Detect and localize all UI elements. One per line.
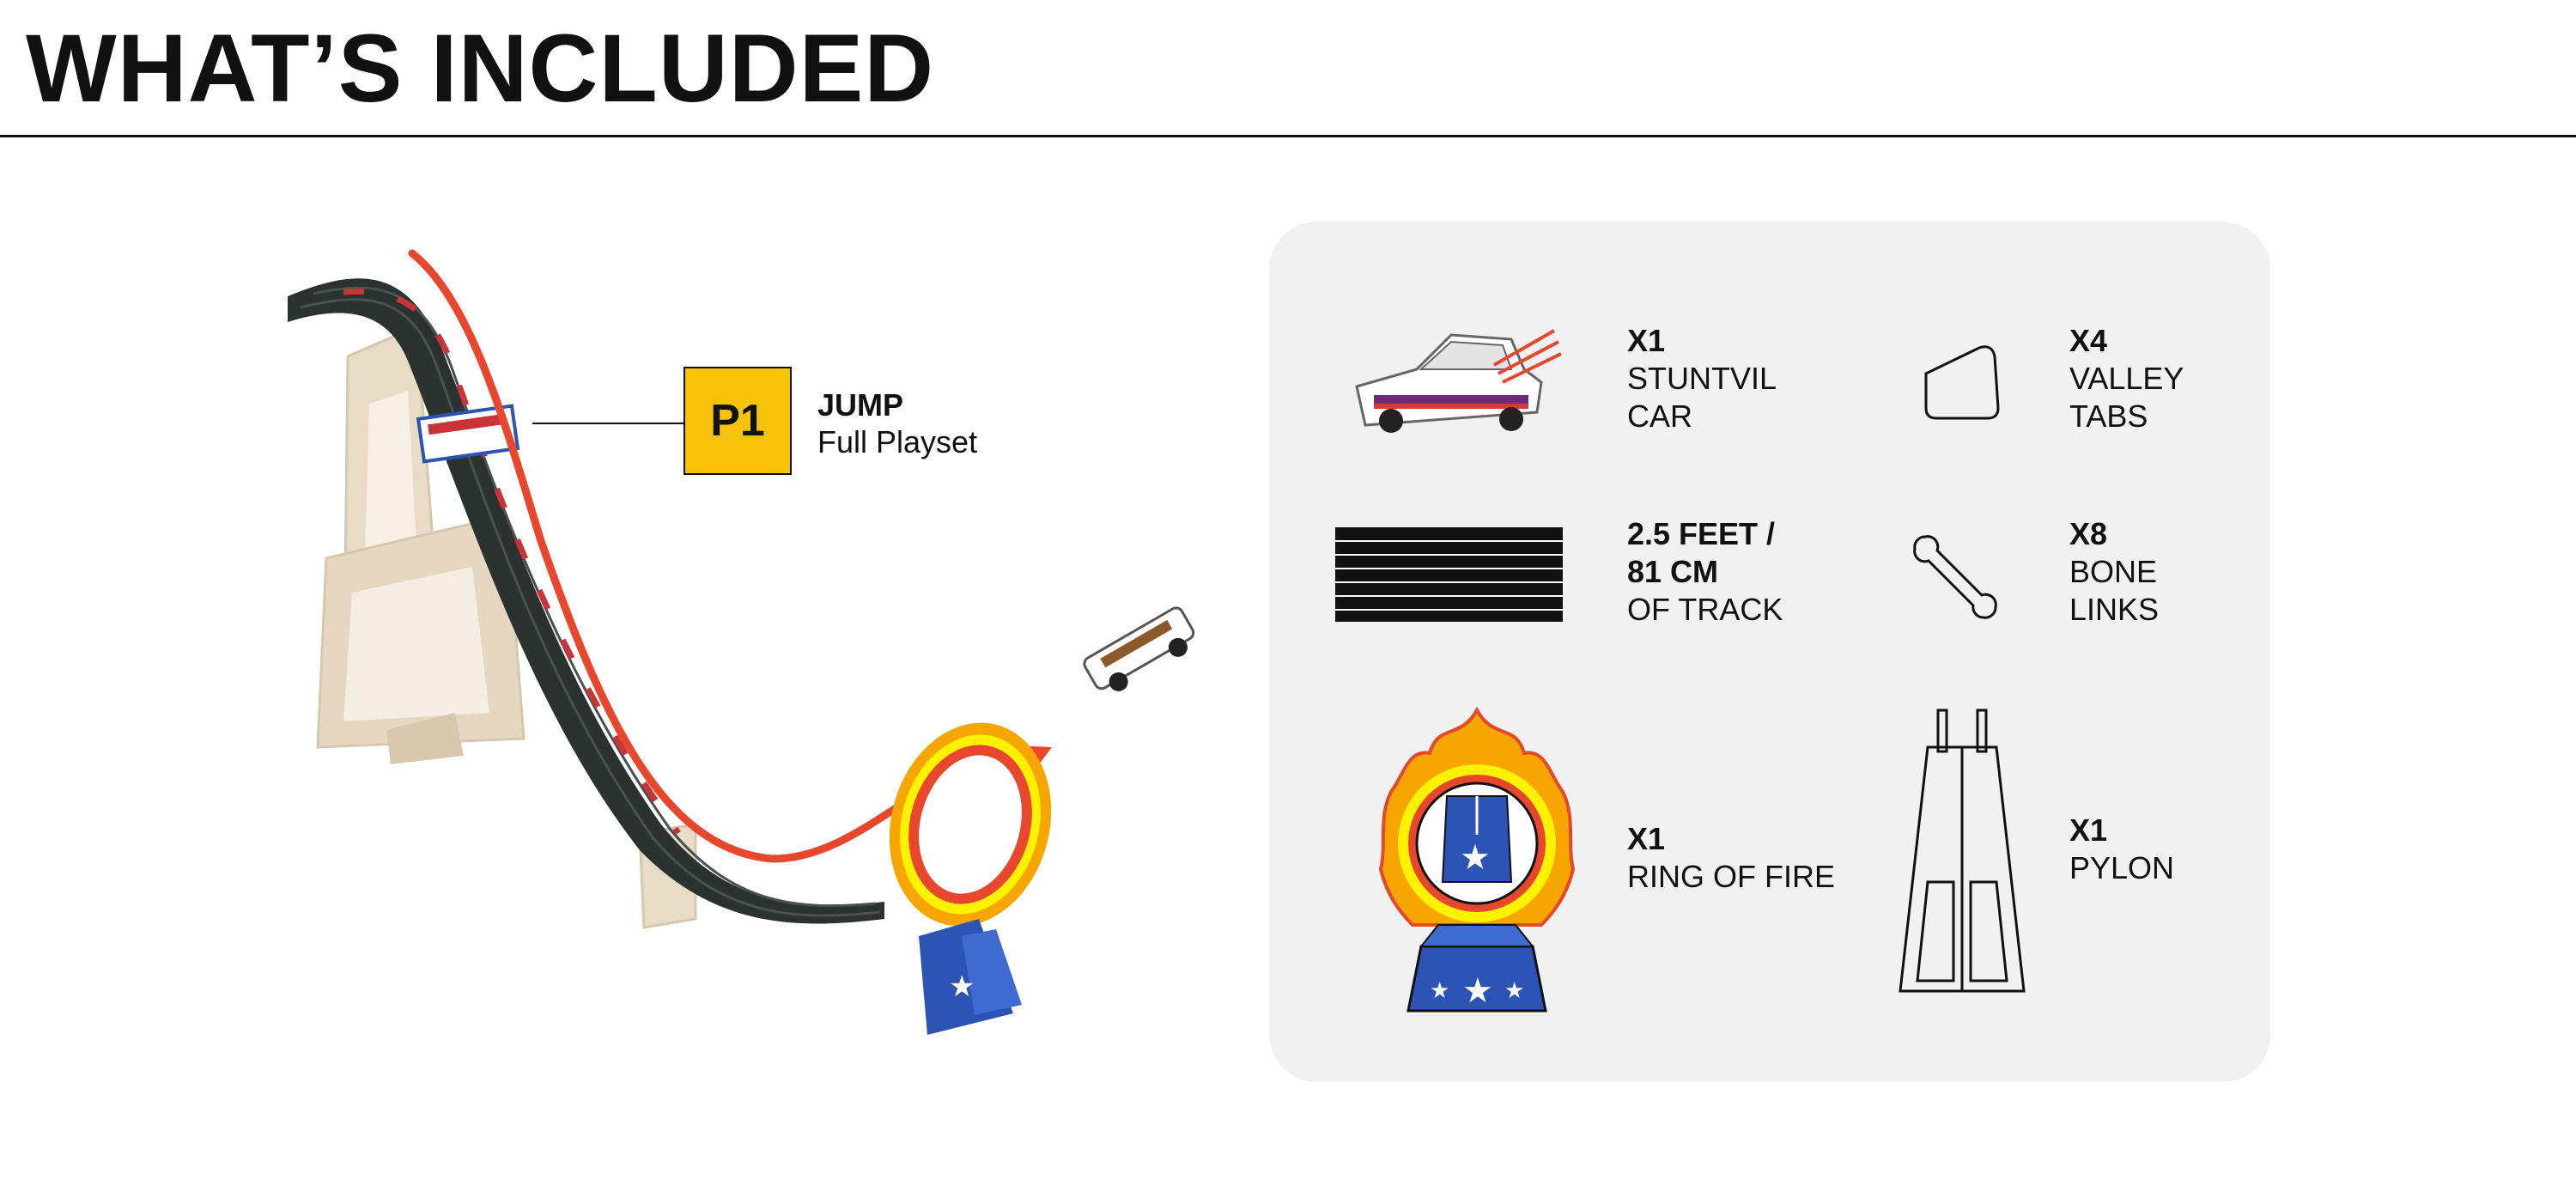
ring-of-fire-qty: X1 <box>1627 821 1666 856</box>
car-line1: STUNTVIL <box>1627 360 1777 396</box>
callout-line <box>532 423 685 424</box>
pylon-item-text: X1 PYLON <box>2069 812 2174 887</box>
badge-label: P1 <box>710 396 765 446</box>
track <box>288 278 884 924</box>
track-length-cm: 81 CM <box>1627 553 1719 589</box>
pylon-qty: X1 <box>2069 812 2108 848</box>
pylon-icon <box>1899 709 2026 993</box>
track-item-text: 2.5 FEET / 81 CM OF TRACK <box>1627 515 1783 629</box>
svg-text:★: ★ <box>1462 971 1493 1011</box>
svg-text:★: ★ <box>1430 978 1449 1004</box>
track-banner <box>416 404 520 464</box>
track-line1: OF TRACK <box>1627 591 1783 627</box>
playset-caption: JUMP Full Playset <box>817 386 977 460</box>
svg-text:★: ★ <box>949 970 975 1004</box>
pylon-line1: PYLON <box>2069 849 2175 885</box>
ring-of-fire-line1: RING OF FIRE <box>1627 858 1835 894</box>
ring-of-fire-item-text: X1 RING OF FIRE <box>1627 820 1835 896</box>
playset-name: JUMP <box>817 387 904 423</box>
valley-tabs-item-text: X4 VALLEY TABS <box>2069 322 2184 435</box>
ring-of-fire-illustration: ★ <box>889 722 1052 1035</box>
playset-description: Full Playset <box>817 424 978 460</box>
bone-link-icon <box>1913 535 1997 619</box>
bone-links-line1: BONE <box>2069 553 2158 589</box>
bone-links-qty: X8 <box>2069 516 2108 551</box>
page-title: WHAT’S INCLUDED <box>26 15 935 122</box>
bone-links-line2: LINKS <box>2069 591 2160 627</box>
valley-tabs-line2: TABS <box>2069 398 2148 434</box>
ring-of-fire-icon: ★ ★ ★ ★ <box>1378 706 1576 1013</box>
car-line2: CAR <box>1627 398 1693 434</box>
track-piece-icon <box>1335 527 1563 622</box>
valley-tabs-qty: X4 <box>2069 323 2108 358</box>
svg-text:★: ★ <box>1460 838 1491 878</box>
header: WHAT’S INCLUDED <box>26 9 934 129</box>
track-length-feet: 2.5 FEET / <box>1627 516 1776 551</box>
valley-tabs-line1: VALLEY <box>2069 360 2184 396</box>
valley-tab-icon <box>1924 345 2000 420</box>
header-divider <box>0 135 2576 137</box>
car-qty: X1 <box>1627 323 1666 358</box>
car-item-text: X1 STUNTVIL CAR <box>1627 322 1777 435</box>
bone-links-item-text: X8 BONE LINKS <box>2069 515 2159 629</box>
playset-badge: P1 <box>683 367 792 475</box>
car-icon <box>1355 329 1562 433</box>
flying-car-illustration <box>1083 606 1195 691</box>
svg-text:★: ★ <box>1504 978 1524 1004</box>
jump-playset-illustration: ★ <box>288 249 1195 1035</box>
